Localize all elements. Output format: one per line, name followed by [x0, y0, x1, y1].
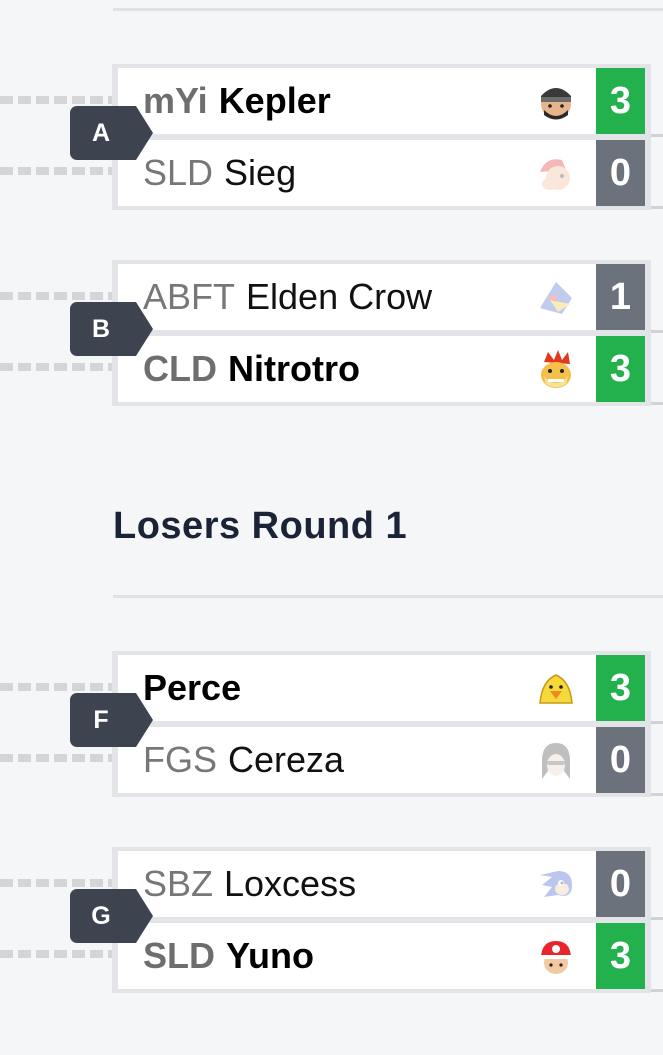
- connector-line: [0, 292, 112, 300]
- score-box: 3: [596, 68, 645, 134]
- player-slot-1[interactable]: Perce 3: [118, 655, 645, 721]
- player-gamertag: Perce: [143, 667, 242, 708]
- player-gamertag: Loxcess: [224, 863, 357, 904]
- player-gamertag: Nitrotro: [228, 348, 360, 389]
- divider: [113, 595, 663, 598]
- player-team-tag: SLD: [143, 152, 214, 193]
- player-gamertag: Yuno: [226, 935, 314, 976]
- player-team-tag: SLD: [143, 935, 215, 976]
- yellow-bird-icon: [539, 674, 573, 704]
- connector-line: [0, 754, 112, 762]
- player-gamertag: Kepler: [218, 80, 331, 121]
- score-box: 0: [596, 727, 645, 793]
- bayonetta-icon: [542, 743, 570, 779]
- bowser-icon: [541, 350, 571, 388]
- pokemon-trainer-icon: [540, 941, 572, 974]
- helmeted-fighter-icon: [541, 88, 571, 120]
- match-identifier-badge: A: [70, 106, 153, 160]
- connector-line: [651, 134, 663, 137]
- connector-line: [651, 402, 663, 405]
- player-team-tag: FGS: [143, 739, 218, 780]
- connector-line: [651, 793, 663, 796]
- match-identifier-badge: F: [70, 693, 153, 747]
- player-gamertag: Cereza: [228, 739, 345, 780]
- score-box: 0: [596, 140, 645, 206]
- player-name: Perce: [143, 655, 241, 721]
- round-title: Losers Round 1: [113, 505, 408, 547]
- falco-bird-icon: [540, 282, 572, 314]
- player-gamertag: Elden Crow: [246, 276, 433, 317]
- player-gamertag: Sieg: [224, 152, 297, 193]
- connector-line: [651, 721, 663, 724]
- player-team-tag: ABFT: [143, 276, 236, 317]
- connector-line: [651, 989, 663, 992]
- connector-line: [0, 167, 112, 175]
- connector-line: [0, 683, 112, 691]
- player-name: SLD Yuno: [143, 923, 314, 989]
- player-team-tag: SBZ: [143, 863, 214, 904]
- player-team-tag: mYi: [143, 80, 208, 121]
- score-box: 3: [596, 655, 645, 721]
- connector-line: [0, 363, 112, 371]
- divider-top: [113, 8, 663, 11]
- player-slot-2[interactable]: SLD Yuno 3: [118, 923, 645, 989]
- connector-line: [0, 96, 112, 104]
- connector-line: [0, 879, 112, 887]
- score-box: 1: [596, 264, 645, 330]
- player-slot-2[interactable]: CLD Nitrotro 3: [118, 336, 645, 402]
- connector-line: [651, 206, 663, 209]
- connector-line: [651, 330, 663, 333]
- player-team-tag: CLD: [143, 348, 217, 389]
- match-identifier-badge: G: [70, 889, 153, 943]
- score-box: 3: [596, 336, 645, 402]
- score-box: 3: [596, 923, 645, 989]
- match-identifier-badge: B: [70, 302, 153, 356]
- sonic-icon: [540, 871, 572, 897]
- player-name: CLD Nitrotro: [143, 336, 360, 402]
- score-box: 0: [596, 851, 645, 917]
- connector-line: [651, 917, 663, 920]
- red-cap-character-icon: [540, 159, 570, 190]
- connector-line: [0, 950, 112, 958]
